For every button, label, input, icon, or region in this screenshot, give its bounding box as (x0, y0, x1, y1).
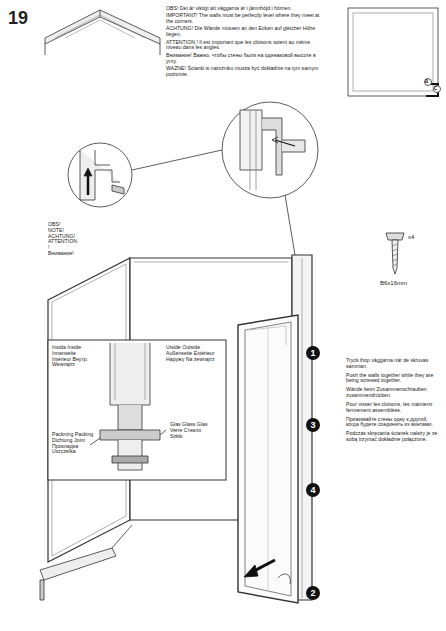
callout-number: 1 (310, 348, 315, 358)
instruction-text: Insida Inside Innenseite Intérieur Внутр… (52, 345, 92, 368)
callout-number: 4 (310, 485, 315, 495)
instruction-text: Podczas skręcania ścianek należy je ze s… (346, 431, 440, 443)
roof-sketch (45, 10, 160, 55)
instruction-text: Внимание! Важно, чтобы стены были на оди… (166, 53, 324, 65)
callout-number: 3 (310, 420, 315, 430)
step-number: 19 (8, 8, 38, 28)
callout-number: 2 (306, 586, 320, 600)
instruction-text: Внимание! (48, 251, 98, 257)
callout-number: 2 (310, 588, 315, 598)
instruction-text: Push the walls together while they are b… (346, 373, 440, 385)
callout-number: 1 (306, 346, 320, 360)
instruction-text: Glas Glass Glas Verre Стекло Szkło (170, 422, 210, 439)
glass-panel (238, 315, 298, 603)
instruction-text: Utside Outside Außenseite Extérieur Нару… (166, 345, 218, 362)
plan-view (348, 8, 441, 96)
instruction-text: x4 (408, 234, 428, 241)
screw (386, 233, 404, 274)
instruction-text: ATTENTION (48, 239, 98, 245)
instruction-text: ACHTUNG! Die Wände müssen an den Ecken a… (166, 26, 324, 38)
push-arrow (244, 560, 290, 584)
instruction-text: Прижимайте стены одну к другой, когда бу… (346, 417, 440, 429)
instruction-text: Wände beim Zusammenschrauben zusammendrü… (346, 387, 440, 399)
profile-inset (48, 340, 226, 480)
instruction-text: IMPORTANT! The walls must be perfectly l… (166, 13, 324, 25)
corner-detail (222, 102, 318, 255)
instruction-text: Pour visser les cloisons, les maintenir … (346, 402, 440, 414)
level-detail (68, 143, 222, 207)
instruction-text: WAŻNE! Ścianki w narożniku musza być dok… (166, 66, 324, 78)
instruction-text: ATTENTION ! Il est important que les clo… (166, 40, 324, 52)
instruction-text: OBS! Det är viktigt att väggarna är i jä… (166, 6, 324, 12)
instruction-text: C (434, 86, 442, 91)
instruction-text: B6x16mm (380, 280, 430, 287)
instruction-text: Packning Packing Dichtung Joint Прокладк… (52, 432, 94, 455)
instruction-text: Tryck ihop väggarna när de skruvas samma… (346, 358, 440, 370)
callout-number: 4 (306, 483, 320, 497)
callout-number: 3 (306, 418, 320, 432)
instruction-text: B (425, 79, 433, 84)
